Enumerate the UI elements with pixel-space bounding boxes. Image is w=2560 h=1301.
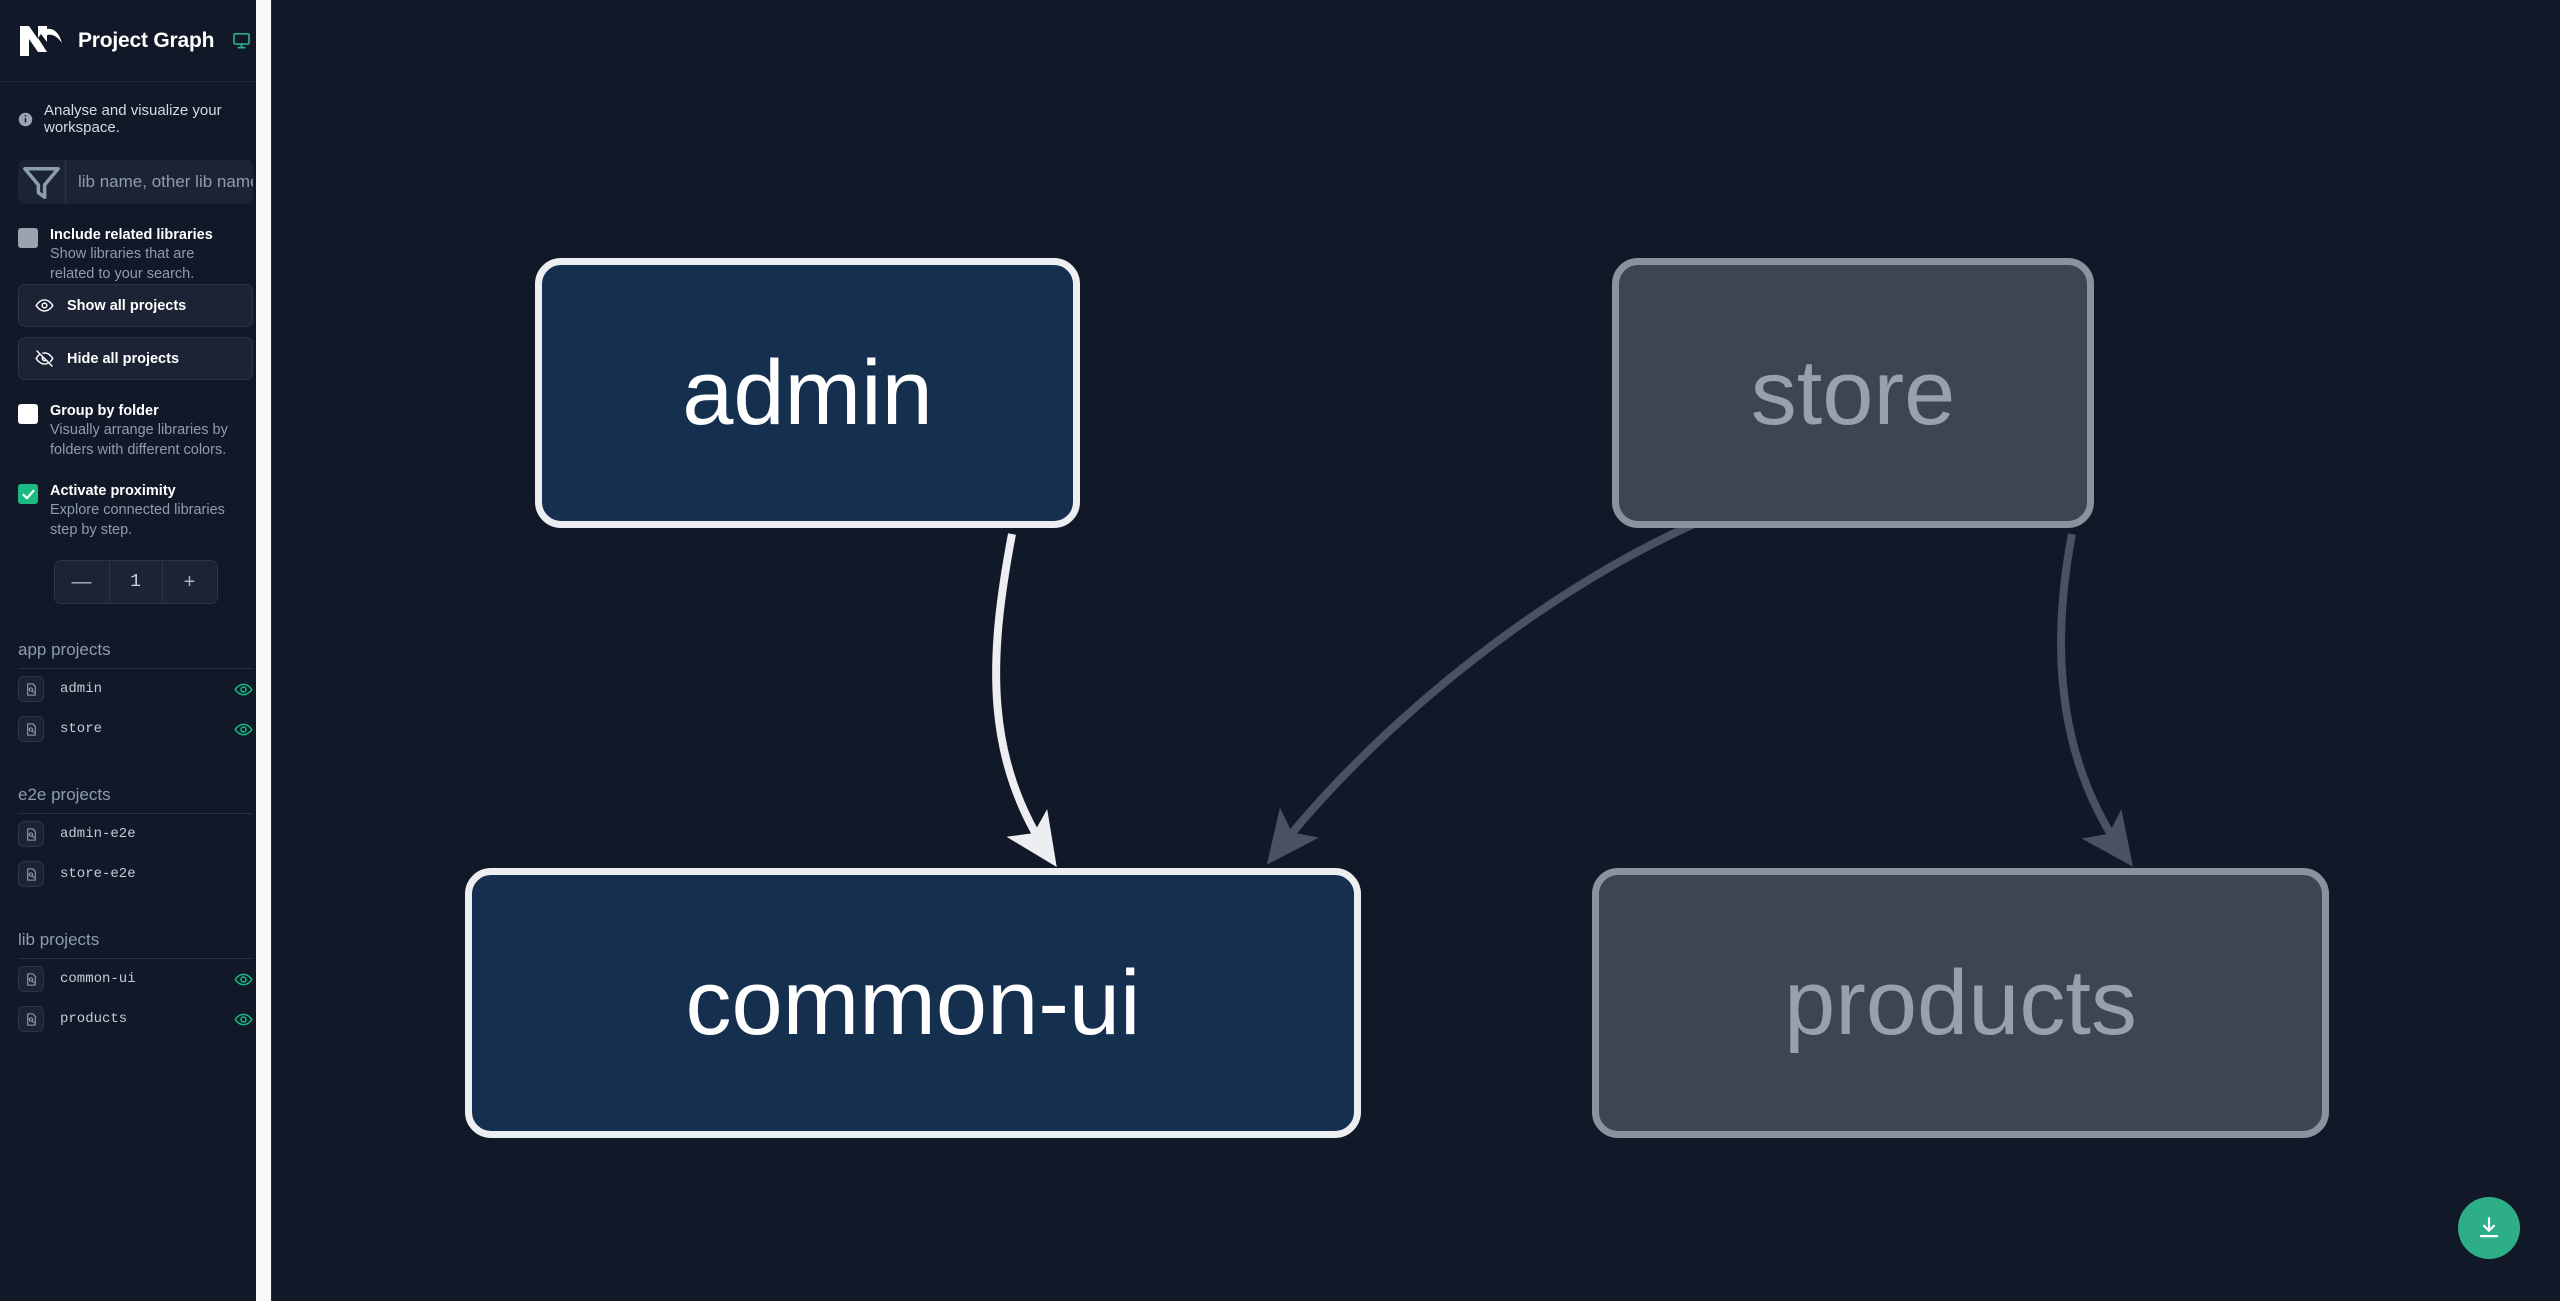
project-name: common-ui bbox=[60, 971, 136, 987]
graph-node-label: products bbox=[1784, 952, 2137, 1054]
proximity-increment-button[interactable]: + bbox=[162, 561, 217, 603]
activate-proximity-text: Activate proximity Explore connected lib… bbox=[50, 482, 232, 540]
project-visibility-eye-icon[interactable] bbox=[234, 680, 253, 699]
group-by-folder-row[interactable]: Group by folder Visually arrange librari… bbox=[0, 380, 271, 460]
edge-admin-common-ui bbox=[992, 533, 1057, 867]
project-visibility-placeholder bbox=[234, 825, 253, 844]
activate-proximity-checkbox[interactable] bbox=[18, 484, 38, 504]
sidebar-scrollbar[interactable] bbox=[256, 0, 271, 1301]
graph-node-common-ui[interactable]: common-ui bbox=[465, 868, 1361, 1138]
eye-icon bbox=[35, 299, 54, 312]
project-visibility-placeholder bbox=[234, 865, 253, 884]
show-all-projects-label: Show all projects bbox=[67, 297, 187, 314]
sidebar-header: Project Graph bbox=[0, 0, 271, 82]
project-list-item[interactable]: admin bbox=[0, 669, 271, 709]
project-icon bbox=[18, 861, 44, 887]
search-wrapper bbox=[0, 150, 271, 204]
info-icon bbox=[18, 112, 33, 127]
project-list-item[interactable]: admin-e2e bbox=[0, 814, 271, 854]
activate-proximity-description: Explore connected libraries step by step… bbox=[50, 502, 225, 538]
tagline-text: Analyse and visualize your workspace. bbox=[44, 102, 222, 136]
monitor-icon[interactable] bbox=[232, 31, 251, 50]
divider bbox=[18, 813, 253, 814]
project-group: app projects admin store bbox=[0, 640, 271, 749]
include-related-libraries-label: Include related libraries bbox=[50, 227, 213, 243]
nx-logo bbox=[18, 22, 64, 60]
sidebar: Project Graph Analyse and visualize your… bbox=[0, 0, 272, 1301]
project-icon bbox=[18, 716, 44, 742]
project-groups: app projects admin store e2e projects admin-… bbox=[0, 604, 271, 1039]
graph-node-label: admin bbox=[682, 342, 933, 444]
project-list-item[interactable]: store-e2e bbox=[0, 854, 271, 894]
project-name: admin-e2e bbox=[60, 826, 136, 842]
project-name: store bbox=[60, 721, 103, 737]
edge-store-products bbox=[2057, 533, 2133, 867]
search-box[interactable] bbox=[18, 160, 253, 204]
project-name: store-e2e bbox=[60, 866, 136, 882]
graph-node-admin[interactable]: admin bbox=[535, 258, 1080, 528]
include-related-libraries-checkbox[interactable] bbox=[18, 228, 38, 248]
group-by-folder-checkbox[interactable] bbox=[18, 404, 38, 424]
graph-node-label: store bbox=[1750, 342, 1956, 444]
edge-store-common-ui bbox=[1266, 466, 1873, 865]
group-by-folder-text: Group by folder Visually arrange librari… bbox=[50, 402, 232, 460]
graph-node-store[interactable]: store bbox=[1612, 258, 2094, 528]
check-icon bbox=[21, 489, 35, 499]
show-all-projects-button[interactable]: Show all projects bbox=[18, 284, 253, 327]
project-icon bbox=[18, 1006, 44, 1032]
include-related-libraries-row[interactable]: Include related libraries Show libraries… bbox=[0, 204, 271, 284]
project-group-title: e2e projects bbox=[18, 785, 111, 804]
page-title: Project Graph bbox=[78, 28, 215, 52]
include-related-libraries-text: Include related libraries Show libraries… bbox=[50, 226, 232, 284]
graph-canvas[interactable]: admin store common-ui products bbox=[272, 0, 2560, 1301]
project-group-title: app projects bbox=[18, 640, 111, 659]
project-list-item[interactable]: store bbox=[0, 709, 271, 749]
tagline: Analyse and visualize your workspace. bbox=[0, 82, 271, 150]
project-icon bbox=[18, 821, 44, 847]
project-group: e2e projects admin-e2e store-e2e bbox=[0, 785, 271, 894]
activate-proximity-label: Activate proximity bbox=[50, 483, 176, 499]
proximity-stepper: — 1 + bbox=[18, 560, 253, 604]
hide-all-projects-button[interactable]: Hide all projects bbox=[18, 337, 253, 380]
download-icon bbox=[2479, 1217, 2499, 1238]
project-visibility-eye-icon[interactable] bbox=[234, 720, 253, 739]
download-image-button[interactable] bbox=[2458, 1197, 2520, 1259]
proximity-decrement-button[interactable]: — bbox=[54, 561, 109, 603]
search-input[interactable] bbox=[66, 160, 253, 204]
hide-all-projects-label: Hide all projects bbox=[67, 350, 180, 367]
project-icon bbox=[18, 676, 44, 702]
project-icon bbox=[18, 966, 44, 992]
project-group: lib projects common-ui products bbox=[0, 930, 271, 1039]
divider bbox=[18, 958, 253, 959]
eye-off-icon bbox=[35, 350, 54, 367]
project-list-item[interactable]: products bbox=[0, 999, 271, 1039]
project-list-item[interactable]: common-ui bbox=[0, 959, 271, 999]
filter-icon bbox=[18, 160, 66, 204]
project-visibility-eye-icon[interactable] bbox=[234, 970, 253, 989]
project-name: admin bbox=[60, 681, 103, 697]
project-group-title: lib projects bbox=[18, 930, 100, 949]
graph-node-products[interactable]: products bbox=[1592, 868, 2329, 1138]
group-by-folder-description: Visually arrange libraries by folders wi… bbox=[50, 422, 228, 458]
proximity-value[interactable]: 1 bbox=[108, 561, 163, 603]
project-visibility-eye-icon[interactable] bbox=[234, 1010, 253, 1029]
include-related-libraries-description: Show libraries that are related to your … bbox=[50, 246, 195, 282]
activate-proximity-row[interactable]: Activate proximity Explore connected lib… bbox=[0, 460, 271, 540]
divider bbox=[18, 668, 253, 669]
project-name: products bbox=[60, 1011, 128, 1027]
graph-node-label: common-ui bbox=[685, 952, 1141, 1054]
group-by-folder-label: Group by folder bbox=[50, 403, 159, 419]
